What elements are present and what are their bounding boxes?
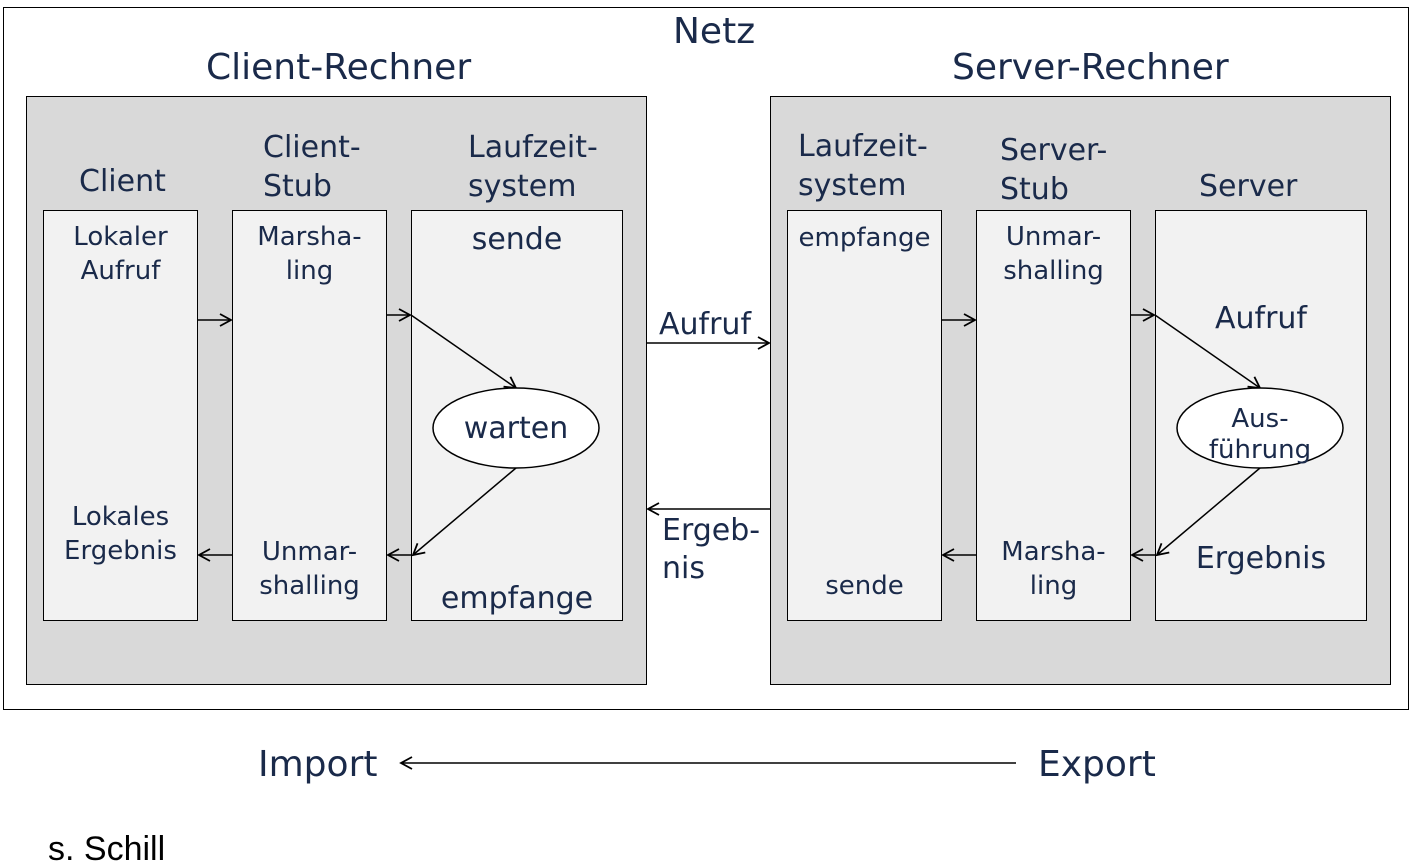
export-label: Export xyxy=(1038,744,1156,785)
server-runtime-receive: empfange xyxy=(798,223,931,253)
arrow-exec-to-result xyxy=(1155,467,1261,557)
server-marshalling-line2: ling xyxy=(1029,571,1078,601)
server-runtime-header-line1: Laufzeit- xyxy=(798,129,928,164)
client-unmarshalling-line2: shalling xyxy=(259,571,360,601)
network-call-label: Aufruf xyxy=(659,307,752,342)
client-unmarshalling-line1: Unmar- xyxy=(261,537,358,567)
server-column-header: Server xyxy=(1199,169,1298,204)
server-runtime-header-line2: system xyxy=(798,168,907,203)
network-frame xyxy=(3,7,1409,710)
import-label: Import xyxy=(258,744,378,785)
client-machine-title: Client-Rechner xyxy=(206,47,472,88)
arrow-send-to-wait xyxy=(410,314,518,390)
server-unmarshalling-line1: Unmar- xyxy=(1005,222,1102,252)
source-credit: s. Schill xyxy=(48,830,166,868)
network-result-line1: Ergeb- xyxy=(662,513,761,548)
server-marshalling-line1: Marsha- xyxy=(1001,537,1106,567)
client-stub-header-line1: Client- xyxy=(263,130,361,165)
client-runtime-send: sende xyxy=(471,222,563,257)
local-result-line1: Lokales xyxy=(71,502,170,532)
client-marshalling-line2: ling xyxy=(285,256,334,286)
client-stub-column xyxy=(232,210,387,621)
server-result: Ergebnis xyxy=(1195,541,1327,576)
server-unmarshalling-line2: shalling xyxy=(1003,256,1104,286)
client-runtime-receive: empfange xyxy=(440,581,594,616)
network-title: Netz xyxy=(673,11,756,52)
local-call-line1: Lokaler xyxy=(73,222,168,252)
client-column xyxy=(43,210,198,621)
arrow-wait-to-receive xyxy=(411,467,517,557)
server-machine-title: Server-Rechner xyxy=(952,47,1229,88)
local-call-line2: Aufruf xyxy=(80,256,161,286)
execution-label-line1: Aus- xyxy=(1231,404,1289,434)
client-runtime-header-line1: Laufzeit- xyxy=(468,130,598,165)
server-runtime-send: sende xyxy=(825,571,904,601)
execution-label-line2: führung xyxy=(1208,435,1312,465)
client-runtime-header-line2: system xyxy=(468,169,577,204)
server-runtime-column xyxy=(787,210,942,621)
local-result-line2: Ergebnis xyxy=(64,536,177,566)
client-marshalling-line1: Marsha- xyxy=(257,222,362,252)
wait-ellipse xyxy=(432,387,600,469)
client-stub-header-line2: Stub xyxy=(263,169,332,204)
client-column-header: Client xyxy=(79,164,166,199)
arrow-call-to-exec xyxy=(1154,314,1262,390)
network-result-line2: nis xyxy=(662,551,705,586)
wait-label: warten xyxy=(463,411,569,446)
server-stub-header-line2: Stub xyxy=(1000,172,1069,207)
server-stub-column xyxy=(976,210,1131,621)
server-call: Aufruf xyxy=(1214,301,1307,336)
execution-ellipse xyxy=(1176,387,1344,469)
server-stub-header-line1: Server- xyxy=(1000,133,1108,168)
